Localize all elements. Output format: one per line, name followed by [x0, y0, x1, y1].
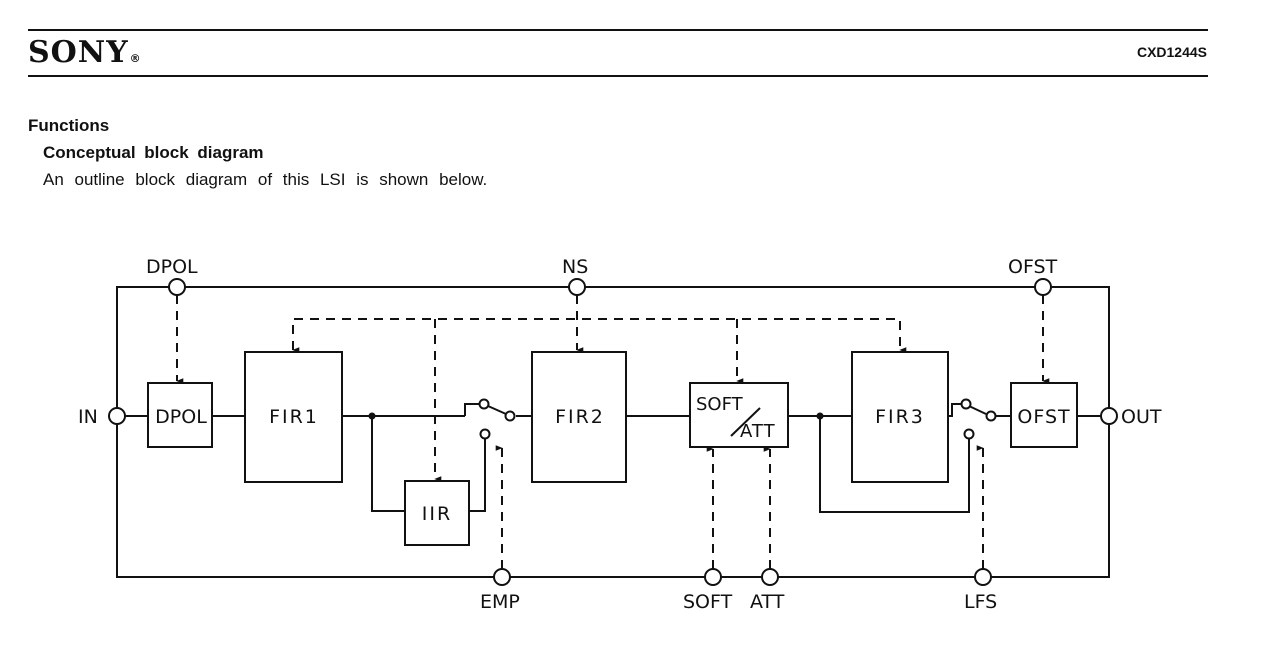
- wire-iir-path: [371, 416, 405, 512]
- pin-emp: [493, 568, 511, 586]
- label-block-att: ATT: [740, 421, 776, 442]
- pin-ofst: [1034, 278, 1052, 296]
- label-pin-out: OUT: [1121, 406, 1162, 428]
- pin-ns: [568, 278, 586, 296]
- header-top-rule: [28, 29, 1208, 31]
- label-pin-in: IN: [78, 406, 98, 428]
- switch2-blade: [968, 405, 987, 415]
- brand-name: SONY: [28, 35, 129, 70]
- wire-iir-switch: [469, 439, 486, 512]
- section-subheading: Conceptual block diagram: [43, 143, 264, 162]
- label-pin-emp: EMP: [480, 591, 520, 613]
- pin-dpol: [168, 278, 186, 296]
- pin-att: [761, 568, 779, 586]
- section-heading: Functions: [28, 116, 110, 135]
- section-description: An outline block diagram of this LSI is …: [43, 170, 488, 189]
- label-pin-lfs: LFS: [964, 591, 997, 613]
- pin-out: [1100, 407, 1118, 425]
- ctrl-ns-bus: [292, 318, 907, 353]
- wire-switch1-input: [464, 403, 480, 416]
- label-pin-soft: SOFT: [683, 591, 733, 613]
- label-block-fir3: FIR3: [875, 406, 925, 428]
- soft-att-slash: [730, 407, 761, 437]
- header-bottom-rule: [28, 75, 1208, 77]
- wire-fir3-bypass: [819, 416, 970, 513]
- switch1-blade: [487, 405, 507, 415]
- switch1-contact-a: [478, 398, 490, 410]
- sony-logo: SONY®: [28, 36, 141, 76]
- switch2-contact-b: [963, 428, 975, 440]
- wire-fir3-switch2: [948, 403, 962, 417]
- junction-softatt-out: [816, 412, 824, 420]
- label-pin-att: ATT: [750, 591, 785, 613]
- label-pin-dpol: DPOL: [146, 256, 198, 278]
- label-block-ofst: OFST: [1017, 406, 1070, 428]
- label-block-fir2: FIR2: [555, 406, 605, 428]
- label-block-soft: SOFT: [696, 394, 744, 415]
- part-number: CXD1244S: [1136, 44, 1207, 60]
- switch2-contact-a: [960, 398, 972, 410]
- switch1-contact-b: [479, 428, 491, 440]
- junction-fir1-out: [368, 412, 376, 420]
- registered-mark: ®: [129, 52, 141, 65]
- switch1-contact-out: [504, 410, 516, 422]
- pin-in: [108, 407, 126, 425]
- label-block-iir: IIR: [422, 503, 452, 525]
- frame-top-line: [116, 286, 1110, 578]
- label-pin-ns: NS: [562, 256, 588, 278]
- pin-soft: [704, 568, 722, 586]
- label-block-dpol: DPOL: [155, 406, 207, 428]
- label-pin-ofst: OFST: [1008, 256, 1058, 278]
- label-block-fir1: FIR1: [269, 406, 319, 428]
- pin-lfs: [974, 568, 992, 586]
- switch2-contact-out: [985, 410, 997, 422]
